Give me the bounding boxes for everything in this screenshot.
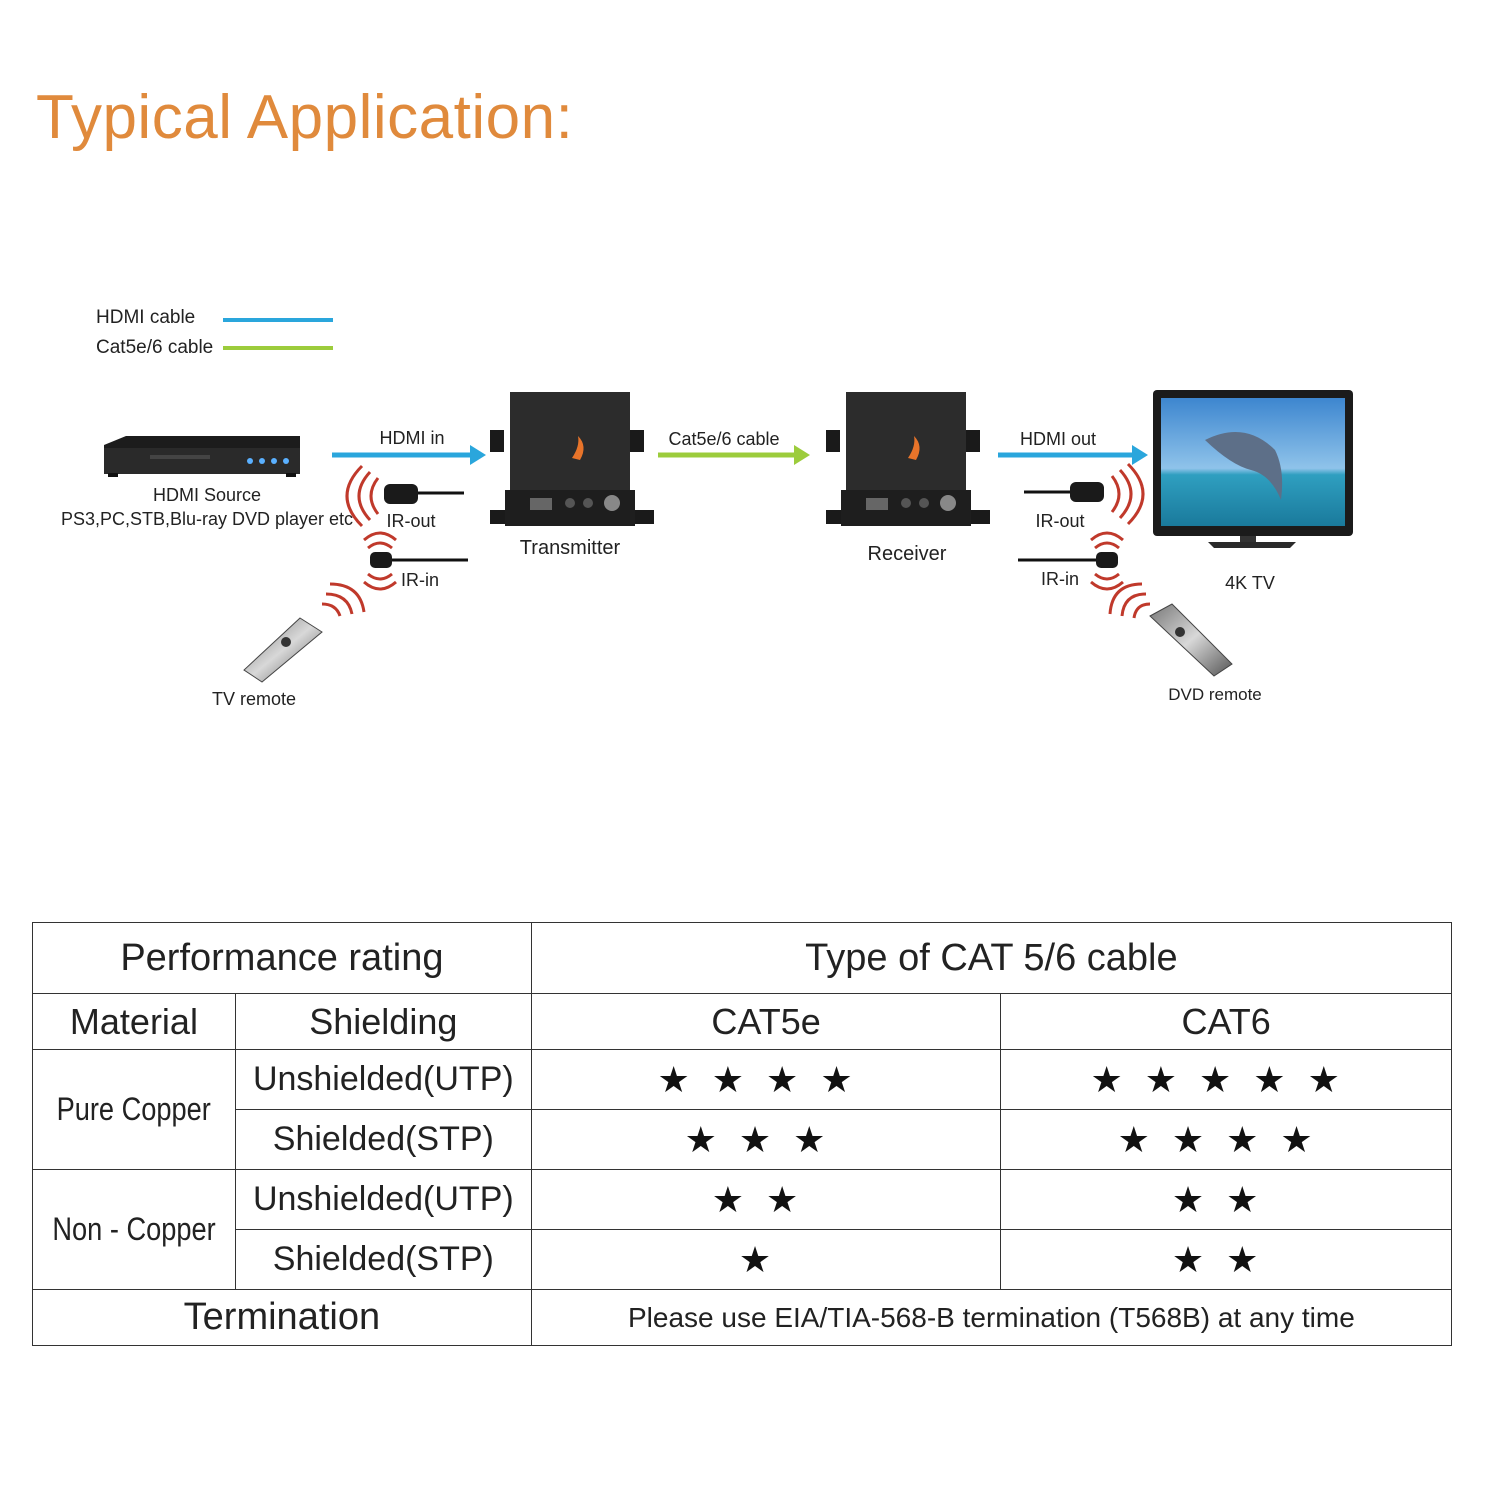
shielding-cell: Shielded(STP): [234, 1229, 532, 1290]
cat5e-star-rating: ★: [530, 1229, 1002, 1290]
cat6-star-rating: ★★★★: [1000, 1109, 1452, 1170]
performance-table: Performance rating Type of CAT 5/6 cable…: [32, 922, 1453, 1346]
dvd-remote-label: DVD remote: [1168, 685, 1262, 704]
application-diagram: [104, 390, 1353, 683]
ir-out-right-label: IR-out: [1035, 511, 1085, 531]
termination-row: Termination Please use EIA/TIA-568-B ter…: [32, 1289, 1453, 1346]
table-header-row: Performance rating Type of CAT 5/6 cable: [32, 922, 1453, 994]
table-row: Pure Copper Unshielded(UTP) ★★★★ ★★★★★: [32, 1049, 1452, 1170]
table-row: Non - Copper Unshielded(UTP) ★★ ★★: [32, 1169, 1452, 1290]
ir-out-left-icon: [345, 464, 464, 528]
legend-hdmi-label: HDMI cable: [96, 307, 196, 328]
tv-remote-icon: [243, 582, 366, 683]
receiver-device-icon: [826, 392, 990, 526]
legend-cat-label: Cat5e/6 cable: [96, 337, 214, 358]
dvd-player-icon: [104, 436, 300, 477]
legend-cat-line: [223, 346, 333, 350]
cat5e-star-rating: ★★: [530, 1169, 1002, 1230]
cat5e-star-rating: ★★★★: [530, 1049, 1002, 1110]
ir-out-left-label: IR-out: [386, 511, 436, 531]
hdmi-in-label: HDMI in: [379, 428, 445, 448]
source-title-label: HDMI Source: [152, 485, 262, 505]
cat6-star-rating: ★★: [1000, 1229, 1452, 1290]
ir-in-left-label: IR-in: [400, 570, 440, 590]
hdmi-out-arrow: [998, 445, 1148, 465]
termination-label: Termination: [32, 1289, 532, 1346]
ir-in-left-icon: [363, 531, 468, 591]
page-heading: Typical Application:: [36, 83, 574, 152]
legend-hdmi-line: [223, 318, 333, 322]
header-cat6: CAT6: [1000, 993, 1452, 1050]
ir-out-right-icon: [1024, 462, 1145, 526]
transmitter-device-icon: [490, 392, 654, 526]
table-row: Shielded(STP) ★★★ ★★★★: [33, 1109, 1452, 1170]
shielding-cell: Unshielded(UTP): [234, 1169, 532, 1230]
hdmi-out-label: HDMI out: [1019, 429, 1097, 449]
header-shielding: Shielding: [234, 993, 532, 1050]
header-cable-type: Type of CAT 5/6 cable: [530, 922, 1453, 994]
source-desc-label: PS3,PC,STB,Blu-ray DVD player etc: [60, 509, 354, 529]
tv-icon: [1153, 390, 1353, 548]
material-non-copper: Non - Copper: [52, 1211, 216, 1247]
table-row: Shielded(STP) ★ ★★: [33, 1229, 1452, 1290]
material-cell: Pure Copper: [32, 1049, 236, 1170]
cat5e-star-rating: ★★★: [530, 1109, 1002, 1170]
table-subheader-row: Material Shielding CAT5e CAT6: [32, 993, 1452, 1050]
ir-in-right-icon: [1018, 531, 1124, 591]
transmitter-label: Transmitter: [519, 537, 621, 559]
tv-remote-label: TV remote: [211, 689, 297, 709]
termination-text: Please use EIA/TIA-568-B termination (T5…: [530, 1289, 1453, 1346]
material-cell: Non - Copper: [32, 1169, 236, 1290]
dvd-remote-icon: [1108, 582, 1233, 677]
shielding-cell: Shielded(STP): [234, 1109, 532, 1170]
cat-cable-label: Cat5e/6 cable: [668, 429, 780, 449]
cat6-star-rating: ★★★★★: [1000, 1049, 1452, 1110]
header-performance-rating: Performance rating: [32, 922, 532, 994]
cat-cable-arrow: [658, 445, 810, 465]
header-material: Material: [32, 993, 236, 1050]
cat6-star-rating: ★★: [1000, 1169, 1452, 1230]
tv-label: 4K TV: [1225, 573, 1275, 593]
material-pure-copper: Pure Copper: [56, 1091, 212, 1127]
shielding-cell: Unshielded(UTP): [234, 1049, 532, 1110]
header-cat5e: CAT5e: [530, 993, 1002, 1050]
receiver-label: Receiver: [867, 543, 947, 565]
hdmi-in-arrow: [332, 445, 486, 465]
ir-in-right-label: IR-in: [1040, 569, 1080, 589]
